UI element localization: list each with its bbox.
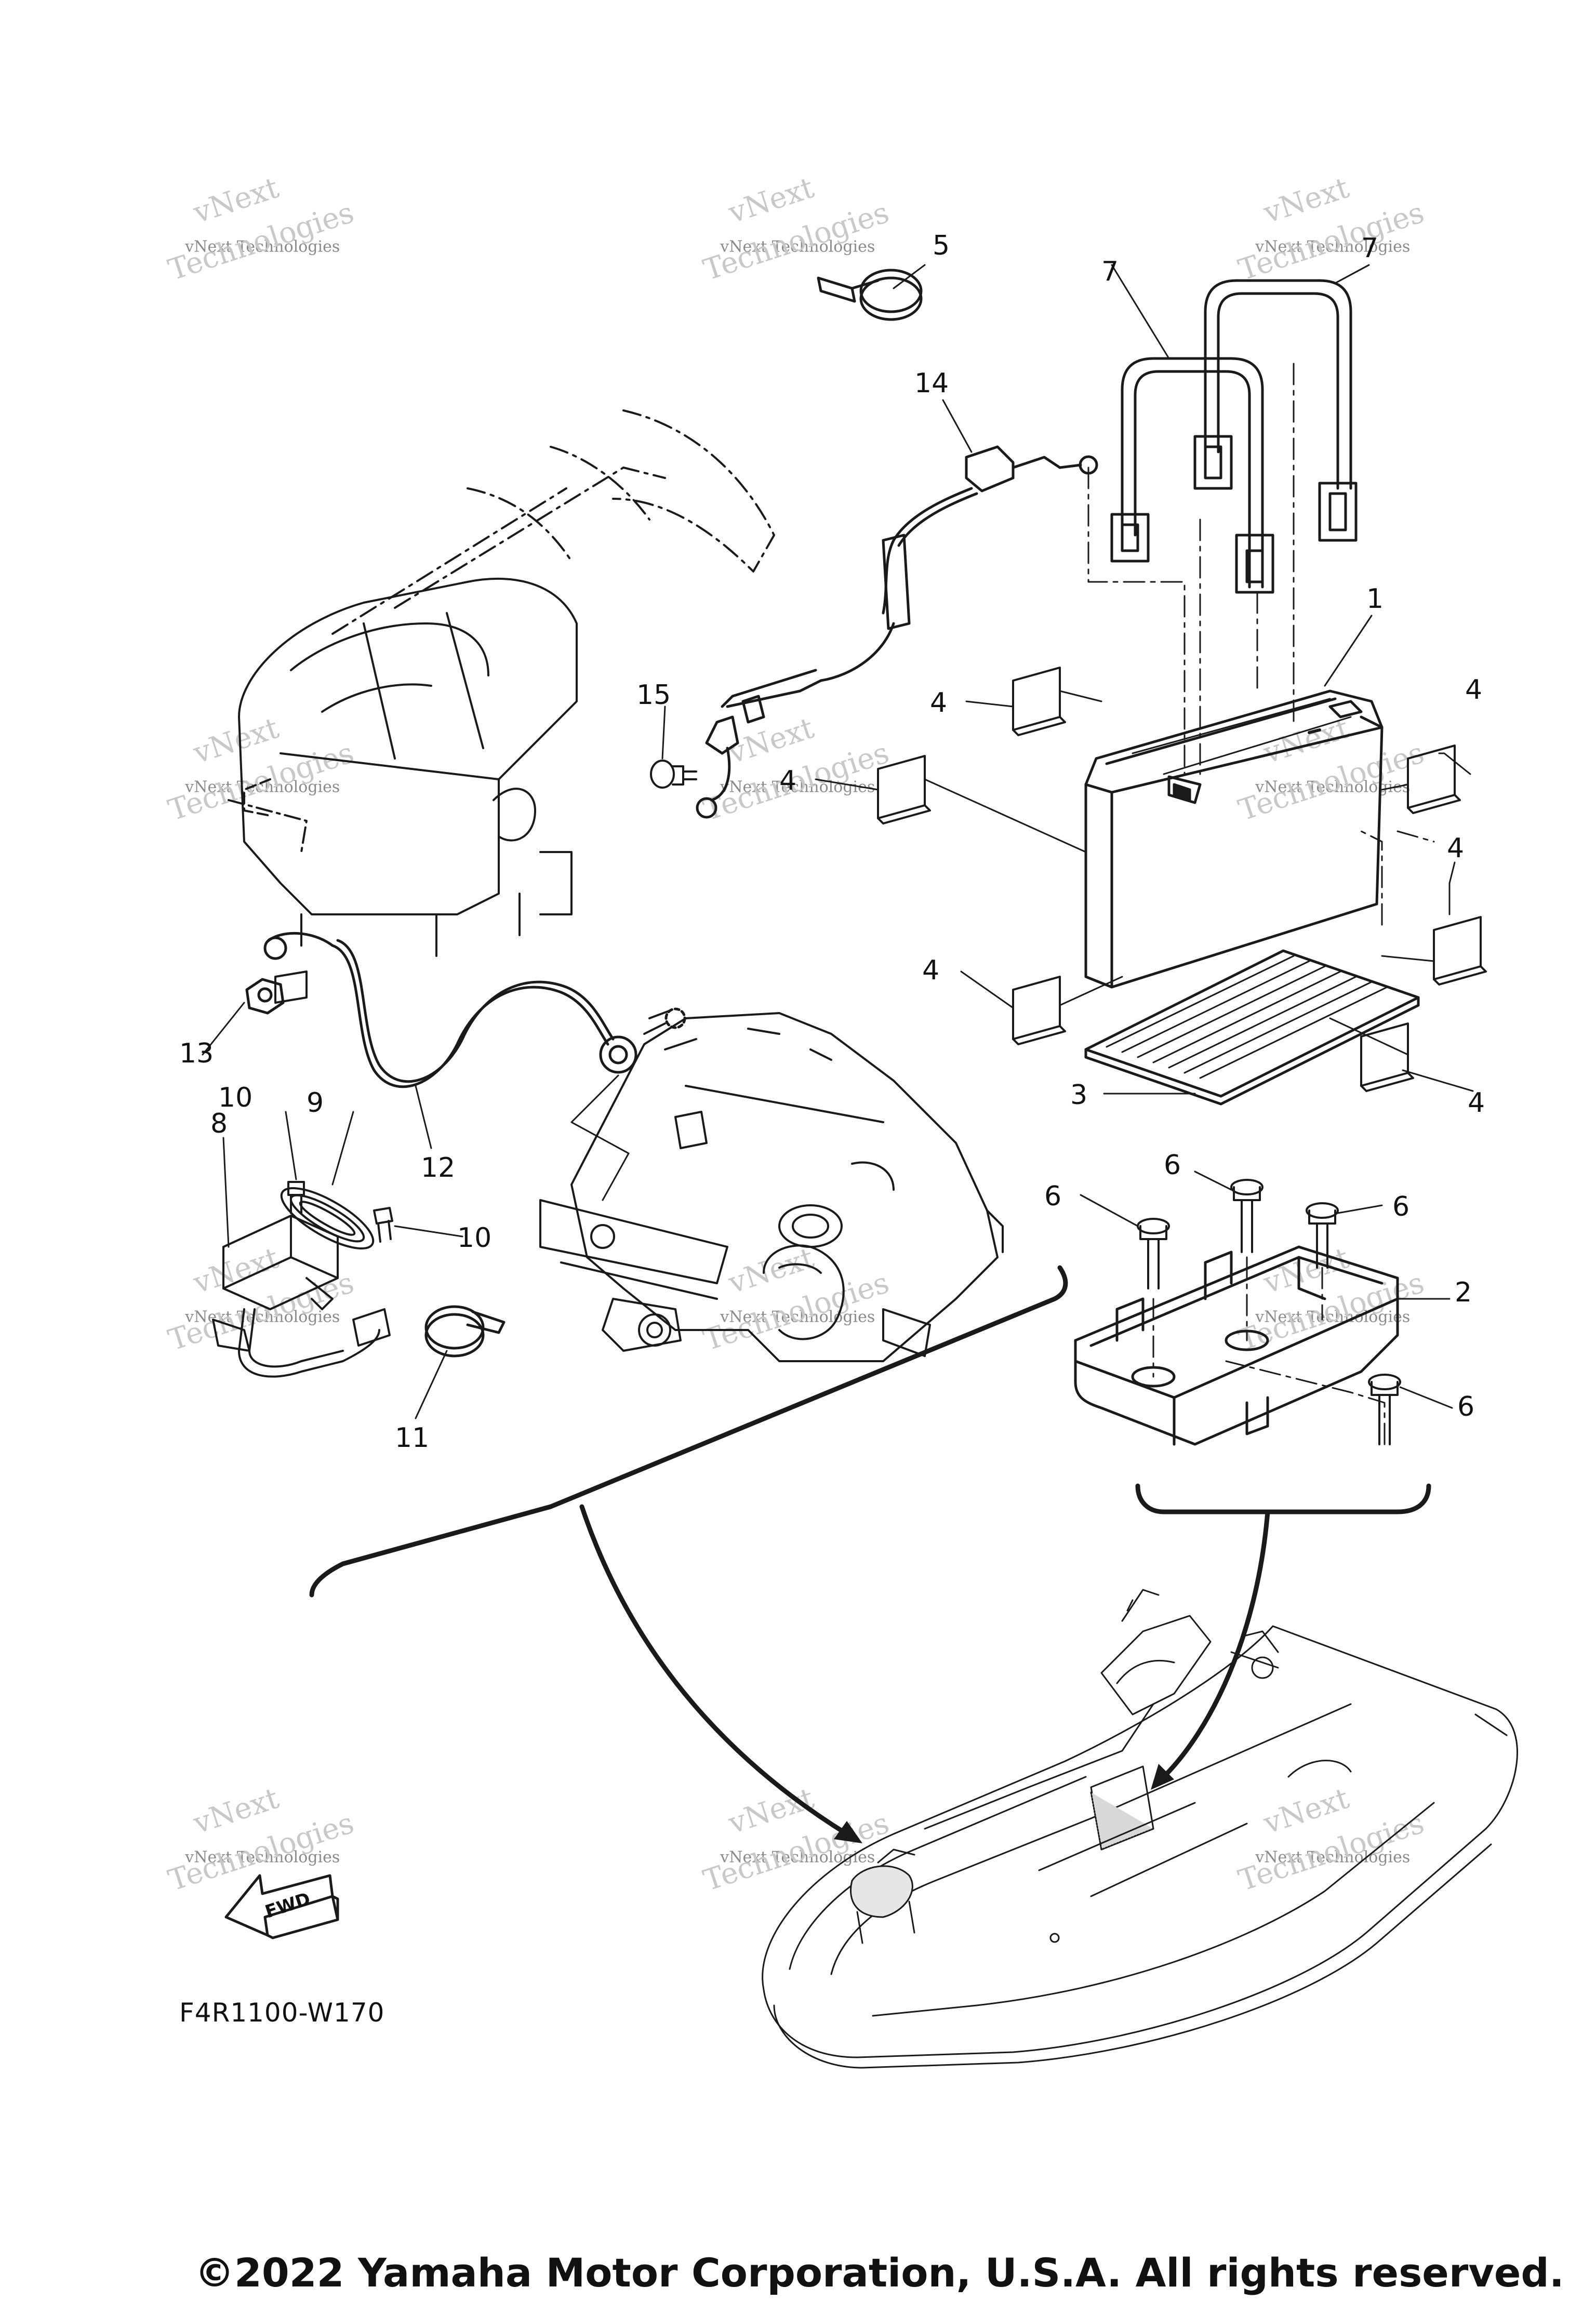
- callout-9: 9: [307, 1087, 324, 1119]
- pad: [1360, 1022, 1414, 1092]
- callout-12: 12: [421, 1152, 455, 1183]
- callout-14: 14: [914, 368, 949, 399]
- callout-2: 2: [1455, 1277, 1472, 1308]
- callout-7a: 7: [1101, 256, 1119, 287]
- copyright-notice: ©2022 Yamaha Motor Corporation, U.S.A. A…: [195, 2250, 1564, 2296]
- battery-box-2: [1074, 1245, 1399, 1446]
- callout-4e: 4: [922, 955, 939, 986]
- watercraft-outline: [762, 1589, 1518, 2069]
- callout-13: 13: [179, 1038, 214, 1069]
- battery-1: [1084, 689, 1384, 989]
- watermark: vNext vNext Technologies Technologies: [1234, 171, 1428, 287]
- callout-5: 5: [933, 230, 950, 261]
- watermark: vNext vNext Technologies Technologies: [164, 171, 358, 287]
- svg-text:vNext Technologies: vNext Technologies: [720, 778, 875, 796]
- svg-text:vNext Technologies: vNext Technologies: [1255, 238, 1410, 256]
- engine-block: [228, 578, 578, 1004]
- callout-4d: 4: [1447, 833, 1464, 864]
- engine-group-brace: [309, 1265, 1068, 1598]
- callout-3: 3: [1070, 1080, 1087, 1111]
- svg-text:vNext Technologies: vNext Technologies: [720, 1308, 875, 1326]
- callout-7b: 7: [1361, 233, 1378, 264]
- pad: [1012, 976, 1066, 1045]
- svg-text:vNext Technologies: vNext Technologies: [184, 238, 340, 256]
- pad: [877, 755, 931, 824]
- callout-1: 1: [1366, 583, 1384, 615]
- callout-11: 11: [395, 1422, 429, 1454]
- fwd-arrow: FWD: [224, 1874, 339, 1939]
- callout-6b: 6: [1044, 1181, 1061, 1212]
- watermarks: vNext vNext Technologies Technologies vN…: [164, 171, 1428, 1898]
- callout-4b: 4: [779, 765, 796, 796]
- box-group-brace: [1135, 1483, 1431, 1514]
- pad: [1012, 667, 1066, 736]
- callout-15: 15: [636, 680, 671, 711]
- bolt-10b: [373, 1207, 393, 1243]
- spacer-plate-9: [280, 1187, 375, 1250]
- engine-outline: [331, 409, 775, 635]
- watermark: vNext vNext Technologies Technologies: [1234, 711, 1428, 828]
- pad-leader-lines: [924, 690, 1435, 1056]
- callout-6c: 6: [1392, 1191, 1409, 1222]
- svg-text:vNext Technologies: vNext Technologies: [720, 238, 875, 256]
- guide-lines: [1087, 363, 1435, 1445]
- figure-code: F4R1100-W170: [179, 1998, 385, 2028]
- battery-lead-14: [696, 445, 1098, 819]
- bolt: [1137, 1218, 1170, 1289]
- battery-strap-7a: [1110, 357, 1274, 594]
- svg-text:vNext Technologies: vNext Technologies: [1255, 778, 1410, 796]
- callout-8: 8: [210, 1108, 228, 1139]
- bolt-15: [650, 760, 697, 789]
- callout-4a: 4: [930, 687, 947, 719]
- callout-10b: 10: [457, 1222, 491, 1254]
- bolt: [1368, 1374, 1401, 1445]
- pads-4: [877, 667, 1487, 1092]
- svg-text:vNext Technologies: vNext Technologies: [184, 1848, 340, 1867]
- sensor-assembly-8: [212, 1215, 391, 1378]
- hose-clamp-11: [424, 1305, 506, 1358]
- arrow-to-engine-location: [579, 1504, 849, 1837]
- callout-6a: 6: [1164, 1150, 1181, 1181]
- group-braces: [309, 1265, 1431, 1837]
- watermark: vNext vNext Technologies Technologies: [164, 711, 358, 828]
- crankcase-outline: [539, 1012, 1004, 1362]
- arrowheads: [834, 1764, 1174, 1843]
- arrow-to-box-location: [1161, 1509, 1270, 1779]
- svg-text:vNext Technologies: vNext Technologies: [1255, 1308, 1410, 1326]
- callout-4f: 4: [1468, 1087, 1485, 1119]
- svg-text:vNext Technologies: vNext Technologies: [184, 1308, 340, 1326]
- bolt: [1306, 1202, 1339, 1269]
- svg-text:vNext Technologies: vNext Technologies: [184, 778, 340, 796]
- svg-text:vNext Technologies: vNext Technologies: [1255, 1848, 1410, 1867]
- bolt-10a: [287, 1181, 305, 1214]
- cable-tie-5: [817, 269, 923, 321]
- battery-tray-3: [1084, 949, 1420, 1106]
- bolts-6: [1137, 1179, 1401, 1445]
- bolt: [1230, 1179, 1264, 1253]
- callout-leaders: [202, 264, 1474, 1419]
- pad: [1407, 744, 1461, 814]
- pad: [1433, 916, 1487, 986]
- watermark: vNext vNext Technologies Technologies: [1234, 1781, 1428, 1898]
- ground-cable-12: [263, 932, 686, 1201]
- battery-strap-7b: [1193, 279, 1358, 542]
- nut-13: [245, 978, 285, 1015]
- callout-6d: 6: [1457, 1391, 1474, 1422]
- callout-10a: 10: [218, 1082, 252, 1113]
- callout-4c: 4: [1465, 674, 1482, 706]
- callout-numbers: 1 2 3 4 4 4 4 4 4 5 6 6 6 6 7 7 8 9 10 1…: [179, 230, 1485, 1454]
